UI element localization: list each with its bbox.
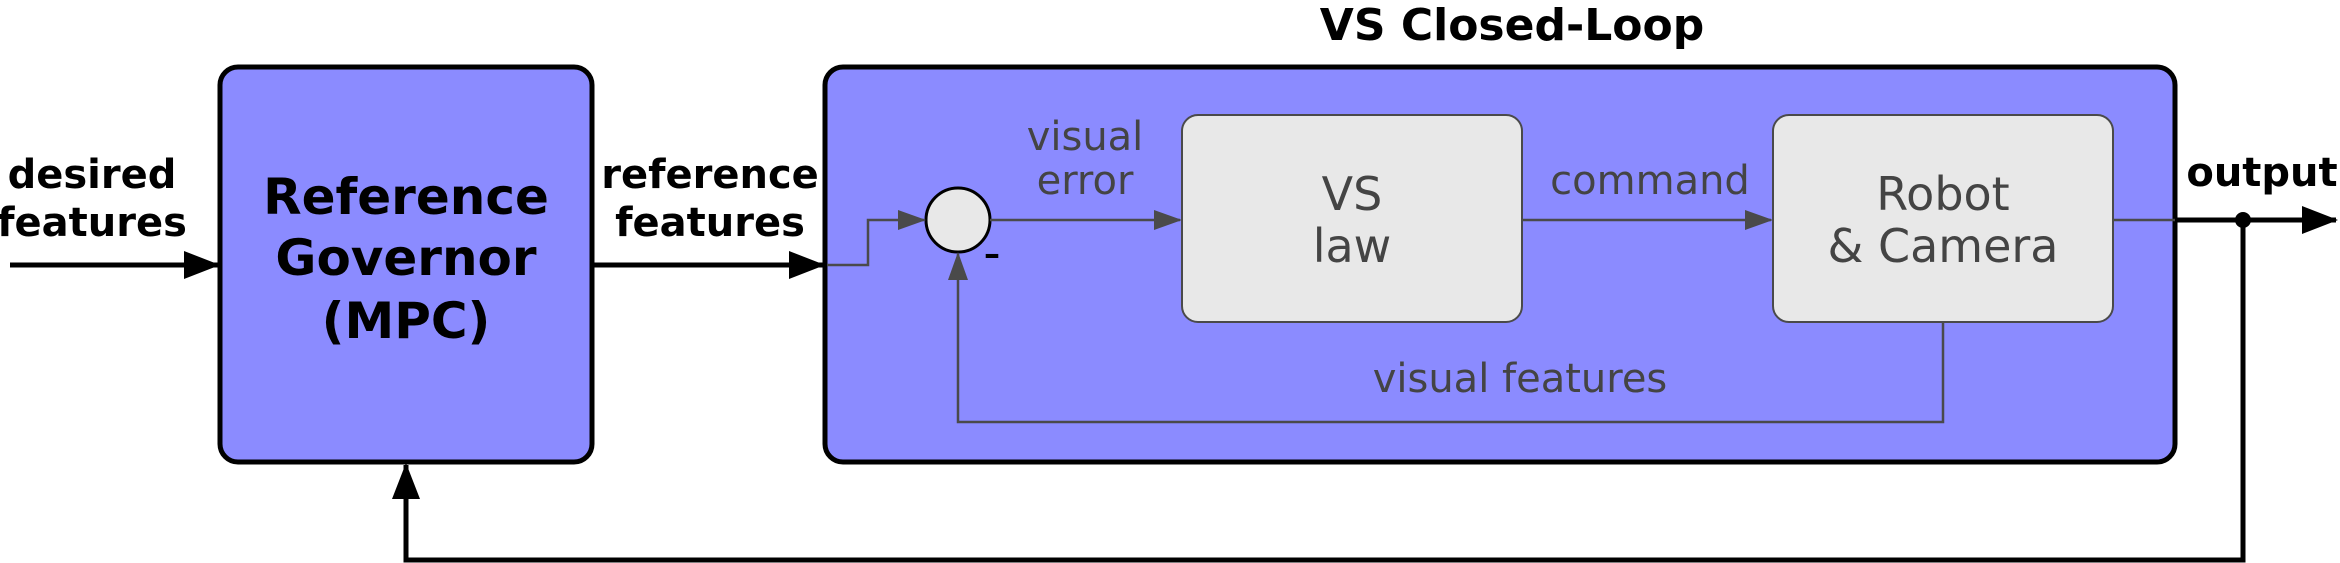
vs-law-label-line2: law bbox=[1313, 219, 1392, 273]
reference-to-sum-arrow bbox=[827, 210, 926, 267]
governor-label-line2: Governor bbox=[275, 229, 536, 287]
outer-feedback-arrow bbox=[392, 220, 2246, 563]
governor-label-line1: Reference bbox=[263, 168, 549, 226]
robot-label-line1: Robot bbox=[1876, 167, 2009, 221]
reference-label-line2: features bbox=[615, 200, 805, 246]
desired-label-line2: features bbox=[0, 200, 187, 246]
command-label: command bbox=[1550, 158, 1750, 204]
minus-sign: – bbox=[984, 235, 1000, 273]
diagram-title: VS Closed-Loop bbox=[1320, 0, 1704, 51]
visual-error-label-line1: visual bbox=[1027, 114, 1144, 160]
visual-features-feedback-arrow bbox=[948, 252, 1945, 424]
visual-features-label: visual features bbox=[1373, 356, 1668, 402]
visual-error-label-line2: error bbox=[1037, 158, 1134, 204]
summing-junction bbox=[924, 186, 992, 254]
vs-law-block bbox=[1181, 114, 1523, 323]
output-label: output bbox=[2186, 150, 2337, 196]
reference-label-line1: reference bbox=[601, 152, 819, 198]
vs-law-label-line1: VS bbox=[1322, 167, 1383, 221]
governor-label-line3: (MPC) bbox=[322, 292, 491, 350]
reference-governor-block bbox=[217, 64, 595, 465]
robot-label-line2: & Camera bbox=[1827, 219, 2058, 273]
desired-label-line1: desired bbox=[8, 152, 177, 198]
